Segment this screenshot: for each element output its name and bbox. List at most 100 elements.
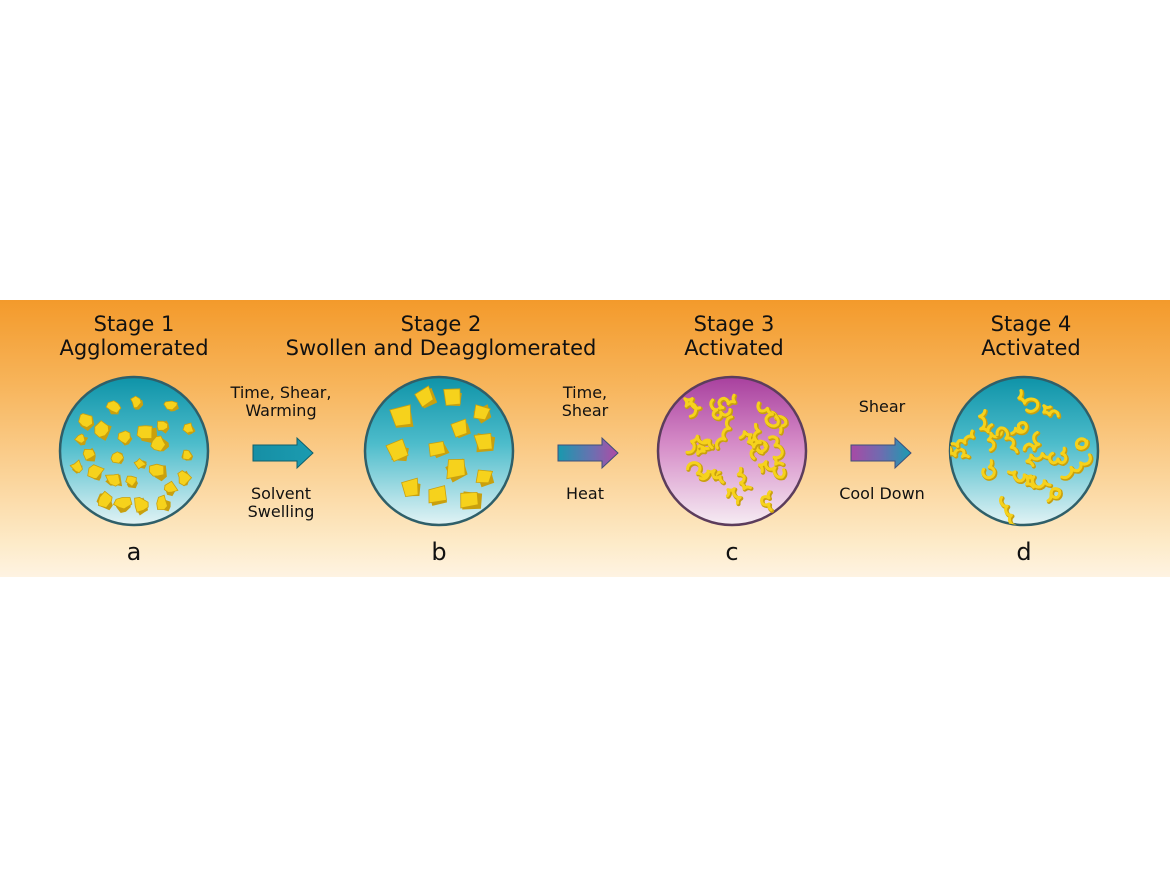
platelet-particle — [428, 485, 447, 504]
agglomerate-particle — [82, 448, 96, 461]
transition-2-above-line-2: Shear — [561, 400, 609, 420]
chain-particle — [1046, 487, 1062, 503]
chain-particle — [1010, 421, 1028, 435]
stage-1-letter: a — [126, 538, 142, 566]
stage-4-title-line: Stage 4 — [990, 312, 1072, 336]
transition-3-above: Shear — [859, 398, 906, 416]
chain-particle — [683, 397, 702, 418]
platelet-particle — [446, 458, 466, 480]
agglomerate-particle — [134, 496, 149, 513]
chain-particle — [715, 393, 736, 413]
chain-particle — [1042, 404, 1060, 418]
transition-1-above-line-1: Time, Shear, — [230, 383, 332, 402]
platelet-particle — [475, 469, 494, 484]
agglomerate-particle — [78, 413, 93, 428]
agglomerate-particle — [110, 451, 125, 464]
stage-2-platelets — [385, 385, 496, 510]
agglomerate-particle — [156, 420, 169, 431]
transition-2-arrow — [557, 436, 619, 470]
chain-particle — [725, 487, 742, 505]
chain-particle — [1022, 430, 1041, 452]
agglomerate-particle — [136, 425, 153, 439]
agglomerate-particle — [177, 470, 193, 487]
stage-4-title: Stage 4 Activated — [981, 312, 1080, 360]
platelet-particle — [401, 477, 419, 498]
stage-2-title: Stage 2 Swollen and Deagglomerated — [285, 312, 597, 360]
chain-particle — [768, 435, 785, 466]
stage-1-subtitle: Agglomerated — [59, 335, 209, 360]
transition-1-below-line-2: Swelling — [247, 501, 315, 521]
agglomerate-particle — [105, 400, 122, 414]
agglomerate-particle — [163, 400, 178, 411]
stage-2-title-line: Stage 2 — [400, 312, 482, 336]
transition-3-below-line-1: Cool Down — [839, 484, 925, 503]
stage-3-title-line: Stage 3 — [693, 312, 775, 336]
stage-1-agglomerates — [69, 395, 196, 516]
platelet-particle — [473, 433, 493, 451]
chain-particle — [950, 444, 970, 459]
transition-2-below-line-1: Heat — [566, 484, 604, 503]
chain-particle — [685, 434, 714, 454]
transition-3-above-line-1: Shear — [858, 397, 906, 416]
chain-particle — [698, 468, 725, 484]
chain-particle — [999, 495, 1016, 525]
chain-particle — [1017, 389, 1040, 413]
chain-particle — [1074, 437, 1089, 450]
chain-particle — [746, 422, 762, 449]
platelet-particle — [385, 438, 409, 463]
stage-1-title: Stage 1 Agglomerated — [59, 312, 209, 360]
agglomerate-particle — [73, 433, 86, 444]
platelet-particle — [389, 404, 412, 427]
chain-particle — [950, 429, 975, 448]
stage-4-chains — [950, 389, 1094, 525]
agglomerate-particle — [130, 395, 142, 409]
chain-particle — [736, 466, 752, 491]
diagram-panel: Stage 1 Agglomerated Stage 2 Swollen and… — [0, 300, 1170, 577]
transition-1-below-line-1: Solvent — [250, 484, 312, 503]
agglomerate-particle — [148, 463, 165, 477]
diagram-art — [58, 375, 1100, 527]
stage-4-letter: d — [1016, 538, 1032, 566]
platelet-particle — [460, 491, 479, 509]
agglomerate-particle — [69, 459, 83, 474]
transition-2-above-line-1: Time, — [562, 383, 608, 402]
stage-3-title: Stage 3 Activated — [684, 312, 783, 360]
platelet-particle — [414, 385, 434, 408]
stage-3-letter: c — [725, 538, 739, 566]
agglomerate-particle — [97, 490, 113, 509]
chain-particle — [1047, 446, 1068, 465]
transition-1-above-line-2: Warming — [245, 400, 317, 420]
agglomerate-particle — [117, 430, 131, 445]
chain-particle — [1024, 475, 1052, 489]
transition-3-arrow — [850, 436, 912, 470]
agglomerate-particle — [94, 420, 110, 438]
agglomerate-particle — [112, 497, 133, 510]
agglomerate-particle — [133, 457, 148, 470]
platelet-particle — [428, 441, 446, 457]
agglomerate-particle — [163, 480, 179, 493]
chain-particle — [756, 401, 780, 428]
chain-particle — [760, 490, 773, 512]
stage-2-subtitle: Swollen and Deagglomerated — [285, 335, 597, 360]
agglomerate-particle — [87, 464, 105, 479]
chain-particle — [978, 409, 994, 434]
chain-particle — [1060, 453, 1092, 480]
agglomerate-particle — [156, 494, 168, 511]
agglomerate-particle — [125, 475, 137, 488]
chain-particle — [1025, 452, 1051, 467]
chain-particle — [757, 460, 786, 479]
transition-1-above: Time, Shear, Warming — [231, 384, 332, 420]
transition-1-arrow — [252, 436, 314, 470]
platelet-particle — [450, 418, 468, 438]
platelet-particle — [443, 388, 461, 406]
agglomerate-particle — [182, 422, 195, 434]
agglomerate-particle — [182, 449, 193, 461]
platelet-particle — [473, 404, 491, 421]
transition-2-above: Time, Shear — [562, 384, 609, 420]
transition-3-below: Cool Down — [839, 485, 925, 503]
transition-1-below: Solvent Swelling — [248, 485, 315, 521]
agglomerate-particle — [104, 473, 121, 487]
stage-3-chains — [683, 393, 789, 513]
transition-2-below: Heat — [566, 485, 604, 503]
stage-2-letter: b — [431, 538, 447, 566]
